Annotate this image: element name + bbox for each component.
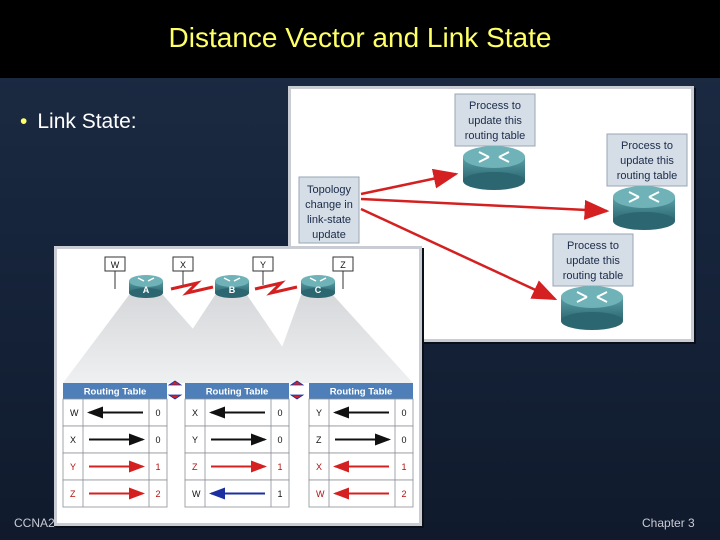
svg-text:B: B xyxy=(229,285,236,295)
bullet-text: Link State: xyxy=(37,110,137,133)
table-cell-hops: 0 xyxy=(401,435,406,445)
bullet-dot: • xyxy=(20,110,28,133)
table-cell-destination: Z xyxy=(316,435,322,445)
footer-course: CCNA2 xyxy=(14,516,55,530)
routing-diagram-svg: W X Y Z A xyxy=(62,256,414,508)
table-cell-hops: 0 xyxy=(277,435,282,445)
table-cell-destination: X xyxy=(192,408,198,418)
flood-arrow-2 xyxy=(360,197,610,220)
slide-title: Distance Vector and Link State xyxy=(168,22,552,53)
title-bar xyxy=(0,0,720,78)
process-3-line-2: update this xyxy=(566,255,620,267)
table-cell-hops: 1 xyxy=(277,462,282,472)
bullet-item: • Link State: xyxy=(20,110,137,134)
process-2-line-2: update this xyxy=(620,155,674,167)
routing-table-header: Routing Table xyxy=(206,387,269,398)
topology-change-box xyxy=(298,176,360,244)
process-2-line-3: routing table xyxy=(617,170,678,182)
svg-text:X: X xyxy=(180,260,186,270)
process-3-line-3: routing table xyxy=(563,270,624,282)
router-icon xyxy=(613,186,675,230)
network-box-y: Y xyxy=(252,256,274,272)
process-box-3 xyxy=(552,233,634,287)
flood-arrow-1 xyxy=(360,168,459,196)
table-cell-destination: Y xyxy=(192,435,198,445)
svg-text:A: A xyxy=(143,285,150,295)
topology-line-1: Topology xyxy=(307,184,352,196)
process-box-1 xyxy=(454,93,536,147)
network-box-z: Z xyxy=(332,256,354,272)
flood-arrow-3 xyxy=(360,207,558,301)
table-cell-hops: 0 xyxy=(277,408,282,418)
router-icon xyxy=(463,146,525,190)
table-cell-destination: Y xyxy=(316,408,322,418)
routing-table-header: Routing Table xyxy=(84,387,147,398)
topology-line-2: change in xyxy=(305,199,353,211)
svg-text:C: C xyxy=(315,285,322,295)
process-1-line-1: Process to xyxy=(469,100,521,112)
table-cell-hops: 1 xyxy=(401,462,406,472)
table-cell-hops: 0 xyxy=(155,435,160,445)
table-cell-hops: 1 xyxy=(155,462,160,472)
router-b-icon: B xyxy=(215,275,249,298)
router-icon xyxy=(561,286,623,330)
router-c-icon: C xyxy=(301,275,335,298)
topology-line-3: link-state xyxy=(307,214,351,226)
routing-table-header: Routing Table xyxy=(330,387,393,398)
process-3-line-1: Process to xyxy=(567,240,619,252)
serial-link-ab xyxy=(170,280,214,296)
router-c-beam xyxy=(269,295,413,383)
process-1-line-3: routing table xyxy=(465,130,526,142)
table-cell-hops: 2 xyxy=(401,489,406,499)
svg-text:Y: Y xyxy=(260,260,266,270)
svg-text:Z: Z xyxy=(340,260,346,270)
table-cell-destination: W xyxy=(192,489,201,499)
routing-table-diagram: W X Y Z A xyxy=(54,246,422,526)
exchange-arrows-bc xyxy=(289,380,305,400)
table-cell-destination: W xyxy=(70,408,79,418)
topology-line-4: update xyxy=(312,229,346,241)
network-box-w: W xyxy=(104,256,126,272)
router-b-beam xyxy=(157,295,307,383)
process-1-line-2: update this xyxy=(468,115,522,127)
table-cell-destination: Z xyxy=(192,462,198,472)
network-box-x: X xyxy=(172,256,194,272)
exchange-arrows-ab xyxy=(167,380,183,400)
process-box-2 xyxy=(606,133,688,187)
serial-link-bc xyxy=(254,280,298,296)
table-cell-hops: 0 xyxy=(155,408,160,418)
process-2-line-1: Process to xyxy=(621,140,673,152)
flood-diagram-svg: Topology change in link-state update Pro… xyxy=(298,93,688,330)
table-cell-destination: X xyxy=(316,462,322,472)
table-cell-hops: 1 xyxy=(277,489,282,499)
table-cell-destination: Y xyxy=(70,462,76,472)
router-a-icon: A xyxy=(129,275,163,298)
table-cell-hops: 2 xyxy=(155,489,160,499)
table-cell-hops: 0 xyxy=(401,408,406,418)
table-cell-destination: Z xyxy=(70,489,76,499)
table-cell-destination: W xyxy=(316,489,325,499)
table-cell-destination: X xyxy=(70,435,76,445)
footer-chapter: Chapter 3 xyxy=(642,516,695,530)
svg-text:W: W xyxy=(111,260,120,270)
